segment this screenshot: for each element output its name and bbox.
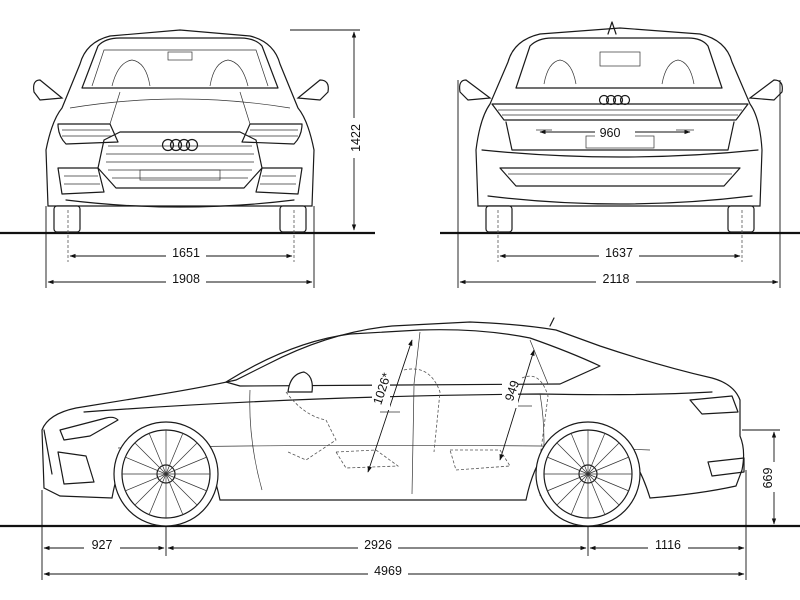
front-wheel	[113, 421, 219, 527]
front-view: 1422 1651 1908	[0, 29, 375, 288]
rear-overhang-label: 1116	[655, 538, 681, 552]
rear-track-label: 1637	[605, 246, 633, 260]
sill-height-label: 669	[761, 468, 775, 489]
side-view: 1026* 949 669 927 2926 1116 4969	[0, 317, 800, 580]
rear-trunk-width-label: 960	[600, 126, 621, 140]
rear-wheel	[535, 421, 641, 527]
front-width-label: 1908	[172, 272, 200, 286]
front-track-label: 1651	[172, 246, 200, 260]
front-overhang-label: 927	[92, 538, 113, 552]
rear-view: 960 1637 2118	[440, 21, 800, 288]
front-height-label: 1422	[349, 124, 363, 152]
wheelbase-label: 2926	[364, 538, 392, 552]
rear-headroom-label: 949	[502, 379, 522, 403]
rear-width-label: 2118	[603, 272, 630, 286]
overall-length-label: 4969	[374, 564, 402, 578]
